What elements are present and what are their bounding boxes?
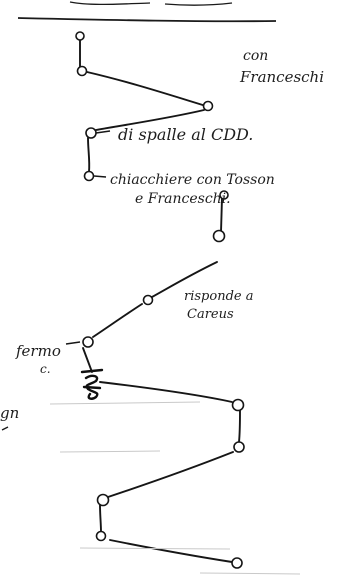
annotation-left-edge: gn bbox=[0, 404, 19, 422]
annotation-fermo: fermo bbox=[15, 342, 61, 360]
paper-rules bbox=[49, 401, 301, 575]
node-14 bbox=[231, 557, 243, 569]
annotation-careus: Careus bbox=[187, 307, 234, 322]
node-1 bbox=[75, 31, 85, 41]
annotation-franceschi: Franceschi bbox=[239, 68, 324, 86]
node-9 bbox=[82, 336, 94, 348]
route-nodes bbox=[75, 31, 245, 569]
node-5 bbox=[83, 170, 95, 182]
annotation-dispalle: di spalle al CDD. bbox=[118, 125, 253, 144]
annotation-small-mark: c. bbox=[40, 362, 51, 376]
scribble-blob bbox=[80, 368, 104, 400]
node-2 bbox=[76, 65, 88, 77]
node-13 bbox=[95, 530, 107, 542]
node-3 bbox=[202, 100, 214, 112]
top-cutoff-scribble bbox=[69, 1, 233, 6]
top-heading-underline bbox=[17, 17, 277, 23]
annotation-risponde: risponde a bbox=[184, 289, 253, 304]
node-7 bbox=[212, 229, 226, 243]
node-6 bbox=[219, 190, 229, 200]
left-edge-mark bbox=[1, 426, 9, 431]
node-12 bbox=[96, 493, 110, 507]
node-8 bbox=[142, 294, 154, 306]
annotation-con: con bbox=[243, 48, 268, 64]
node-10 bbox=[231, 398, 245, 412]
node-tick-2 bbox=[93, 175, 107, 178]
route-path bbox=[79, 39, 241, 563]
node-tick-3 bbox=[65, 341, 81, 345]
annotation-chiacchiere-line2: e Franceschi. bbox=[135, 191, 231, 207]
node-4 bbox=[85, 127, 97, 139]
annotation-chiacchiere-line1: chiacchiere con Tosson bbox=[110, 172, 275, 188]
node-11 bbox=[233, 441, 245, 453]
node-tick-1 bbox=[95, 130, 111, 134]
